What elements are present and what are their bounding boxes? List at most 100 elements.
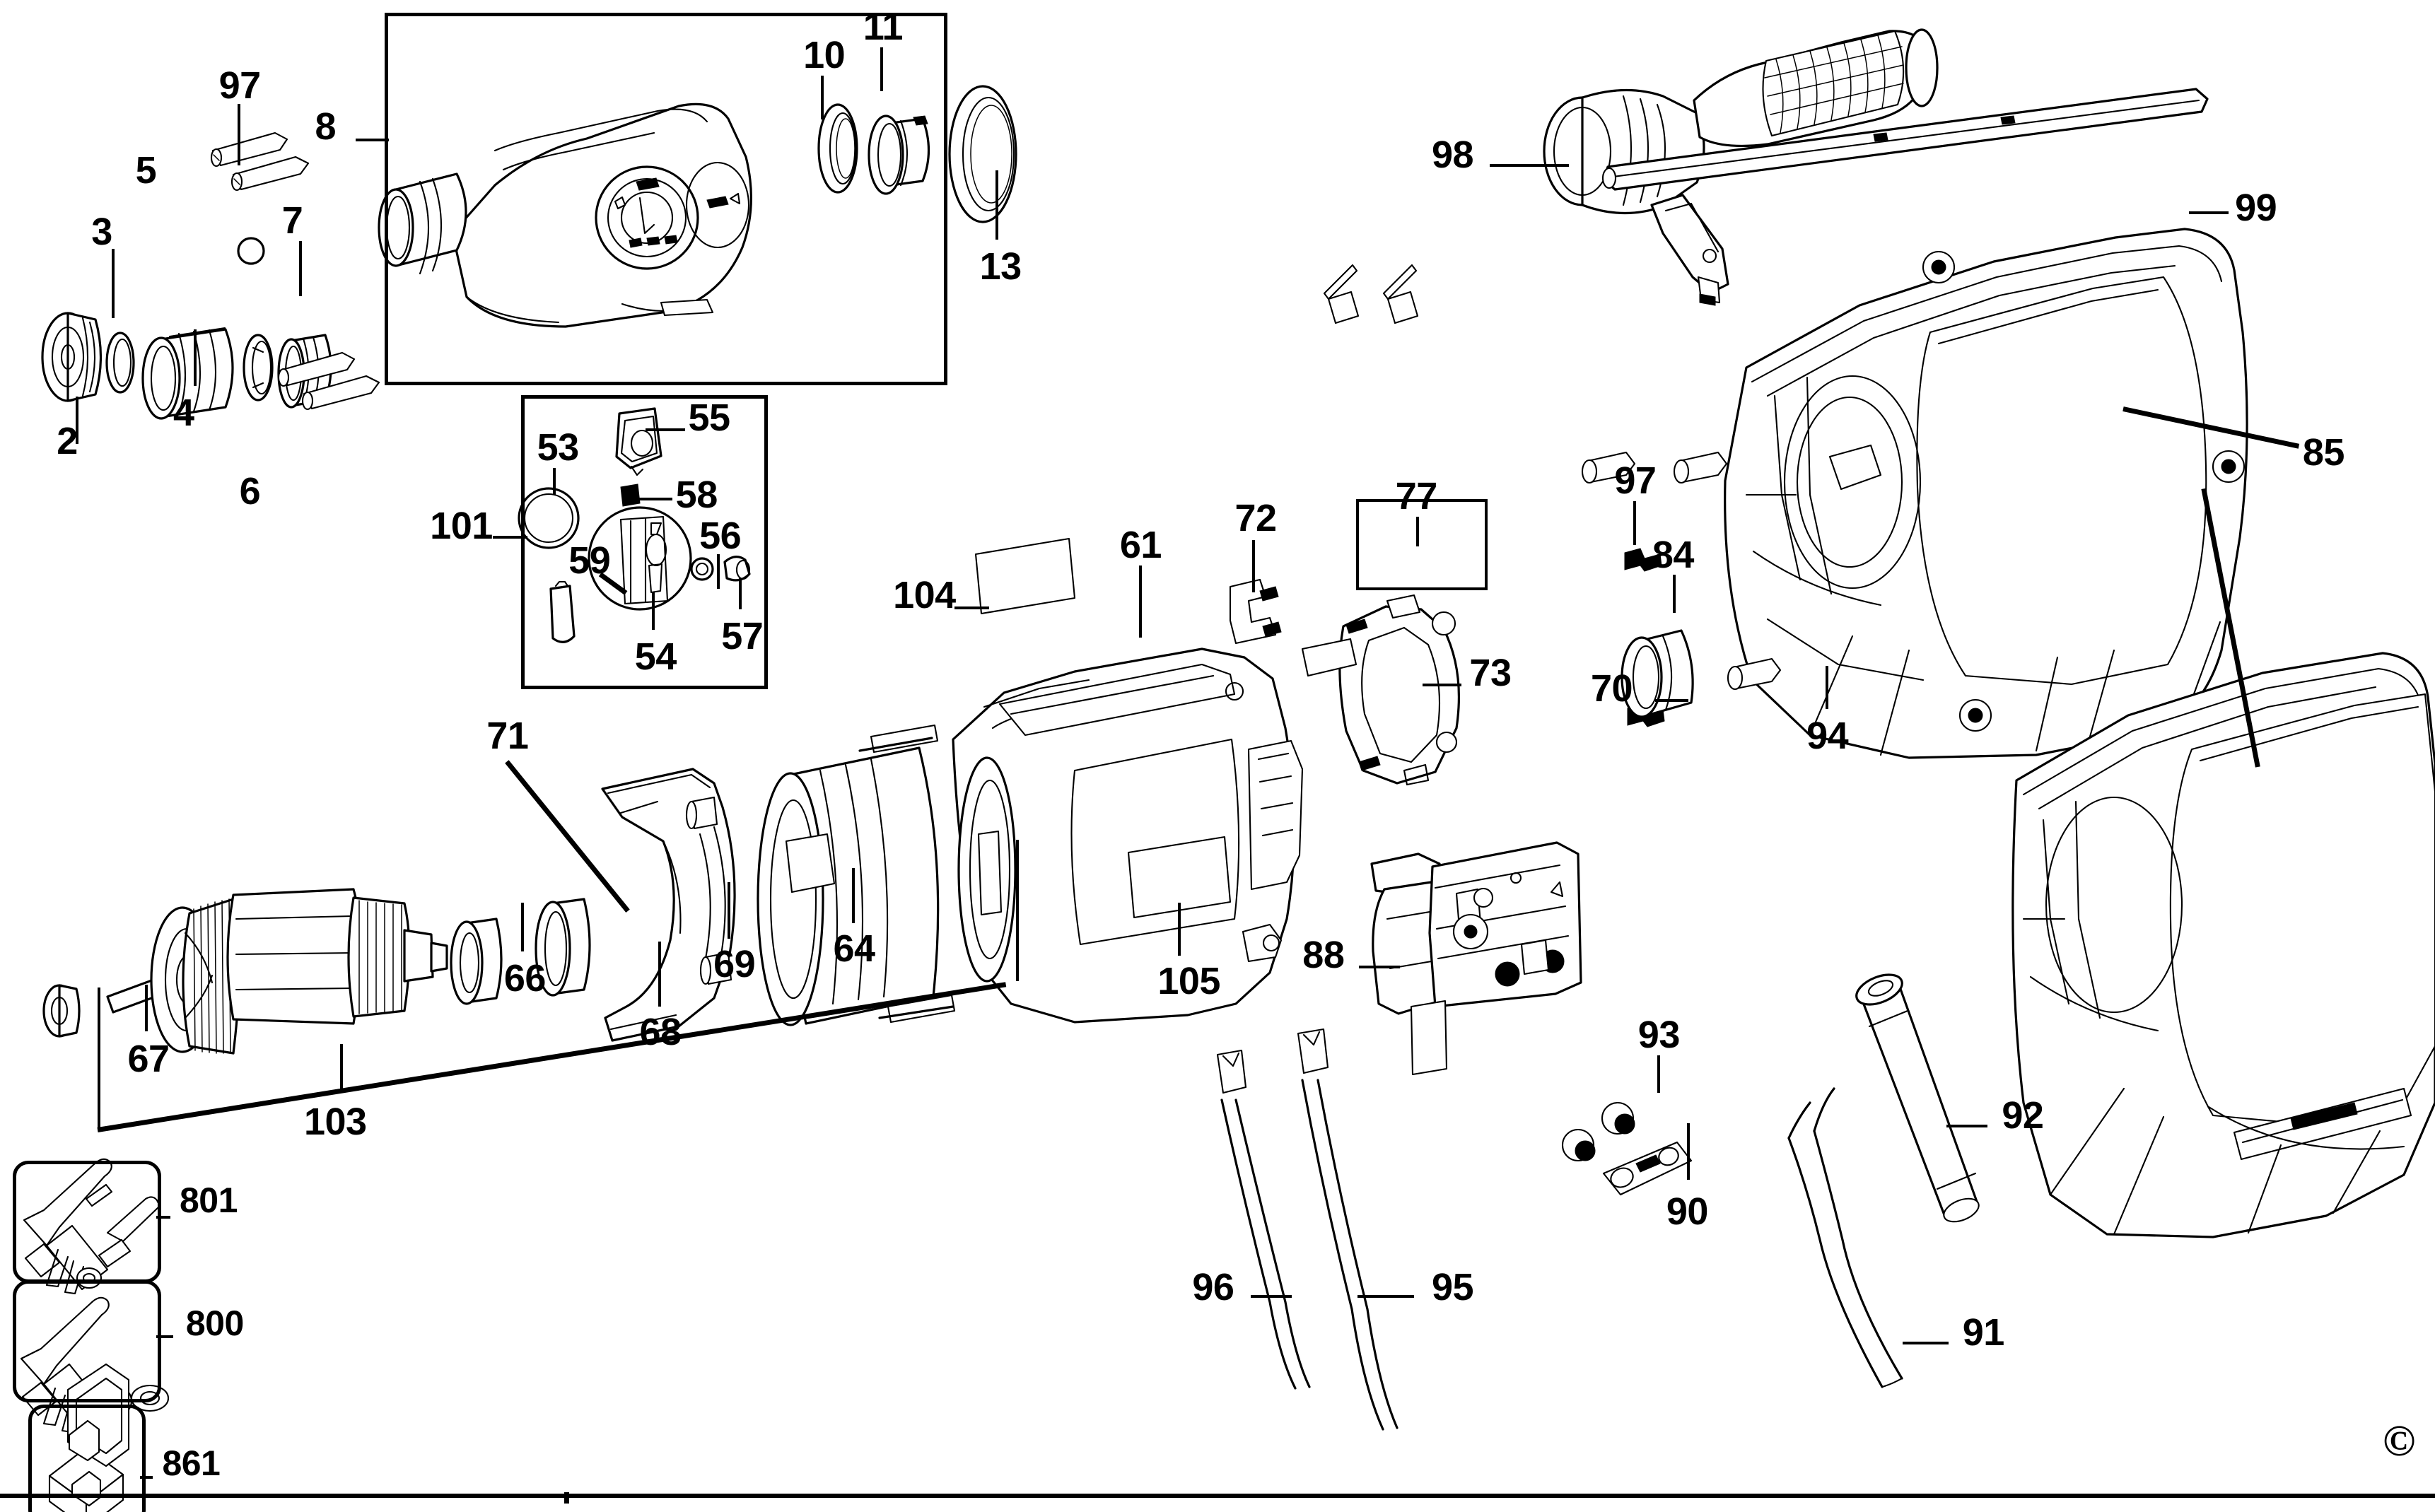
part-69-brush-blocks [685, 796, 732, 985]
leader-96 [1250, 1294, 1292, 1298]
leader-54 [652, 592, 655, 631]
part-72-clip [1229, 578, 1282, 645]
callout-101: 101 [430, 505, 493, 548]
callout-93: 93 [1637, 1014, 1681, 1057]
leader-72 [1252, 540, 1255, 592]
callout-61: 61 [1119, 524, 1162, 567]
callout-85: 85 [2302, 430, 2345, 474]
callout-56: 56 [699, 514, 742, 557]
part-85-housing-half-upper [1724, 228, 2248, 759]
part-103-armature [106, 888, 448, 1055]
leader-93 [1657, 1055, 1660, 1094]
bracket-103-right [1015, 839, 1019, 982]
part-11-bushing [868, 115, 930, 195]
leader-861 [140, 1475, 153, 1479]
leader-8 [356, 139, 390, 142]
leader-98 [1490, 163, 1569, 167]
part-97-screws-lower-left [277, 351, 380, 411]
callout-54: 54 [634, 635, 677, 679]
callout-84: 84 [1652, 533, 1695, 576]
footer-tick-mark [564, 1492, 569, 1504]
callout-2: 2 [57, 420, 78, 463]
part-99-depth-rod [1601, 88, 2209, 191]
callout-861: 861 [162, 1443, 221, 1484]
callout-13: 13 [979, 245, 1022, 288]
part-67-bearing-small [42, 984, 81, 1038]
callout-72: 72 [1234, 497, 1278, 540]
footer-rule [0, 1494, 2435, 1498]
part-97-screws-right [1581, 451, 1782, 691]
part-90-connector-strip [1602, 1141, 1693, 1196]
callout-53: 53 [537, 426, 580, 469]
callout-67: 67 [127, 1037, 170, 1080]
leader-11 [880, 47, 884, 92]
part-96-wire [1216, 1049, 1311, 1390]
leader-56 [716, 554, 720, 590]
leader-57 [738, 578, 742, 610]
part-8-gearbox-housing [378, 102, 752, 328]
callout-55: 55 [688, 396, 730, 439]
callout-801: 801 [179, 1180, 238, 1221]
leader-104 [954, 606, 989, 609]
part-73-brush-holder-ring [1301, 594, 1461, 786]
part-85-housing-half-lower [2011, 652, 2435, 1238]
inset-box-kit-800 [12, 1280, 162, 1403]
inset-box-kit-801 [12, 1161, 162, 1283]
part-13-o-ring [948, 85, 1017, 223]
leader-58 [634, 498, 673, 501]
leader-70 [1655, 699, 1689, 703]
copyright-icon: © [2383, 1417, 2416, 1465]
part-56-washer [690, 557, 714, 581]
inset-box-main-housing [384, 12, 947, 385]
leader-2 [75, 397, 78, 445]
callout-99: 99 [2235, 187, 2277, 230]
leader-97b [1633, 500, 1637, 545]
inset-box-carbon-brushes [1356, 499, 1488, 590]
callout-103: 103 [303, 1100, 367, 1143]
leader-68 [658, 942, 662, 1007]
callout-95: 95 [1431, 1265, 1474, 1308]
part-97-screws-left [210, 131, 310, 192]
callout-77: 77 [1395, 475, 1438, 518]
callout-97-left: 97 [218, 64, 262, 107]
callout-88: 88 [1302, 933, 1345, 976]
leader-10 [820, 75, 824, 120]
callout-97-right: 97 [1614, 459, 1657, 502]
part-88-trigger-switch [1370, 841, 1582, 1076]
part-59-spring-cap [549, 580, 576, 643]
part-64-field-stator [757, 724, 956, 1026]
callout-96: 96 [1192, 1265, 1234, 1308]
leader-94 [1825, 666, 1828, 709]
callout-11: 11 [863, 6, 904, 49]
callout-4: 4 [173, 392, 194, 435]
callout-66: 66 [503, 956, 547, 1000]
leader-66 [521, 902, 525, 951]
part-5-ball [237, 237, 265, 265]
callout-94: 94 [1806, 714, 1849, 757]
leader-69 [728, 881, 731, 939]
callout-6: 6 [239, 470, 261, 513]
leader-7 [299, 240, 303, 296]
bracket-103-left [98, 988, 101, 1130]
part-93-terminals [1561, 1101, 1635, 1162]
part-104-label-plate [974, 537, 1076, 615]
callout-5: 5 [135, 148, 157, 192]
leader-13 [995, 170, 998, 240]
part-95-wire [1297, 1028, 1398, 1431]
part-61-motor-housing [952, 647, 1304, 1024]
callout-69: 69 [713, 942, 756, 985]
leader-73 [1422, 684, 1462, 686]
leader-95 [1357, 1294, 1415, 1298]
callout-8: 8 [315, 105, 337, 148]
part-10-seal-ring [817, 103, 858, 194]
leader-61 [1138, 565, 1142, 638]
callout-64: 64 [833, 927, 875, 970]
callout-92: 92 [2002, 1094, 2044, 1137]
part-58-pin [620, 484, 641, 507]
callout-71: 71 [486, 714, 529, 757]
callout-104: 104 [893, 574, 956, 617]
part-70-fan-baffle-ring [1621, 629, 1694, 718]
part-3-washer [105, 332, 135, 394]
